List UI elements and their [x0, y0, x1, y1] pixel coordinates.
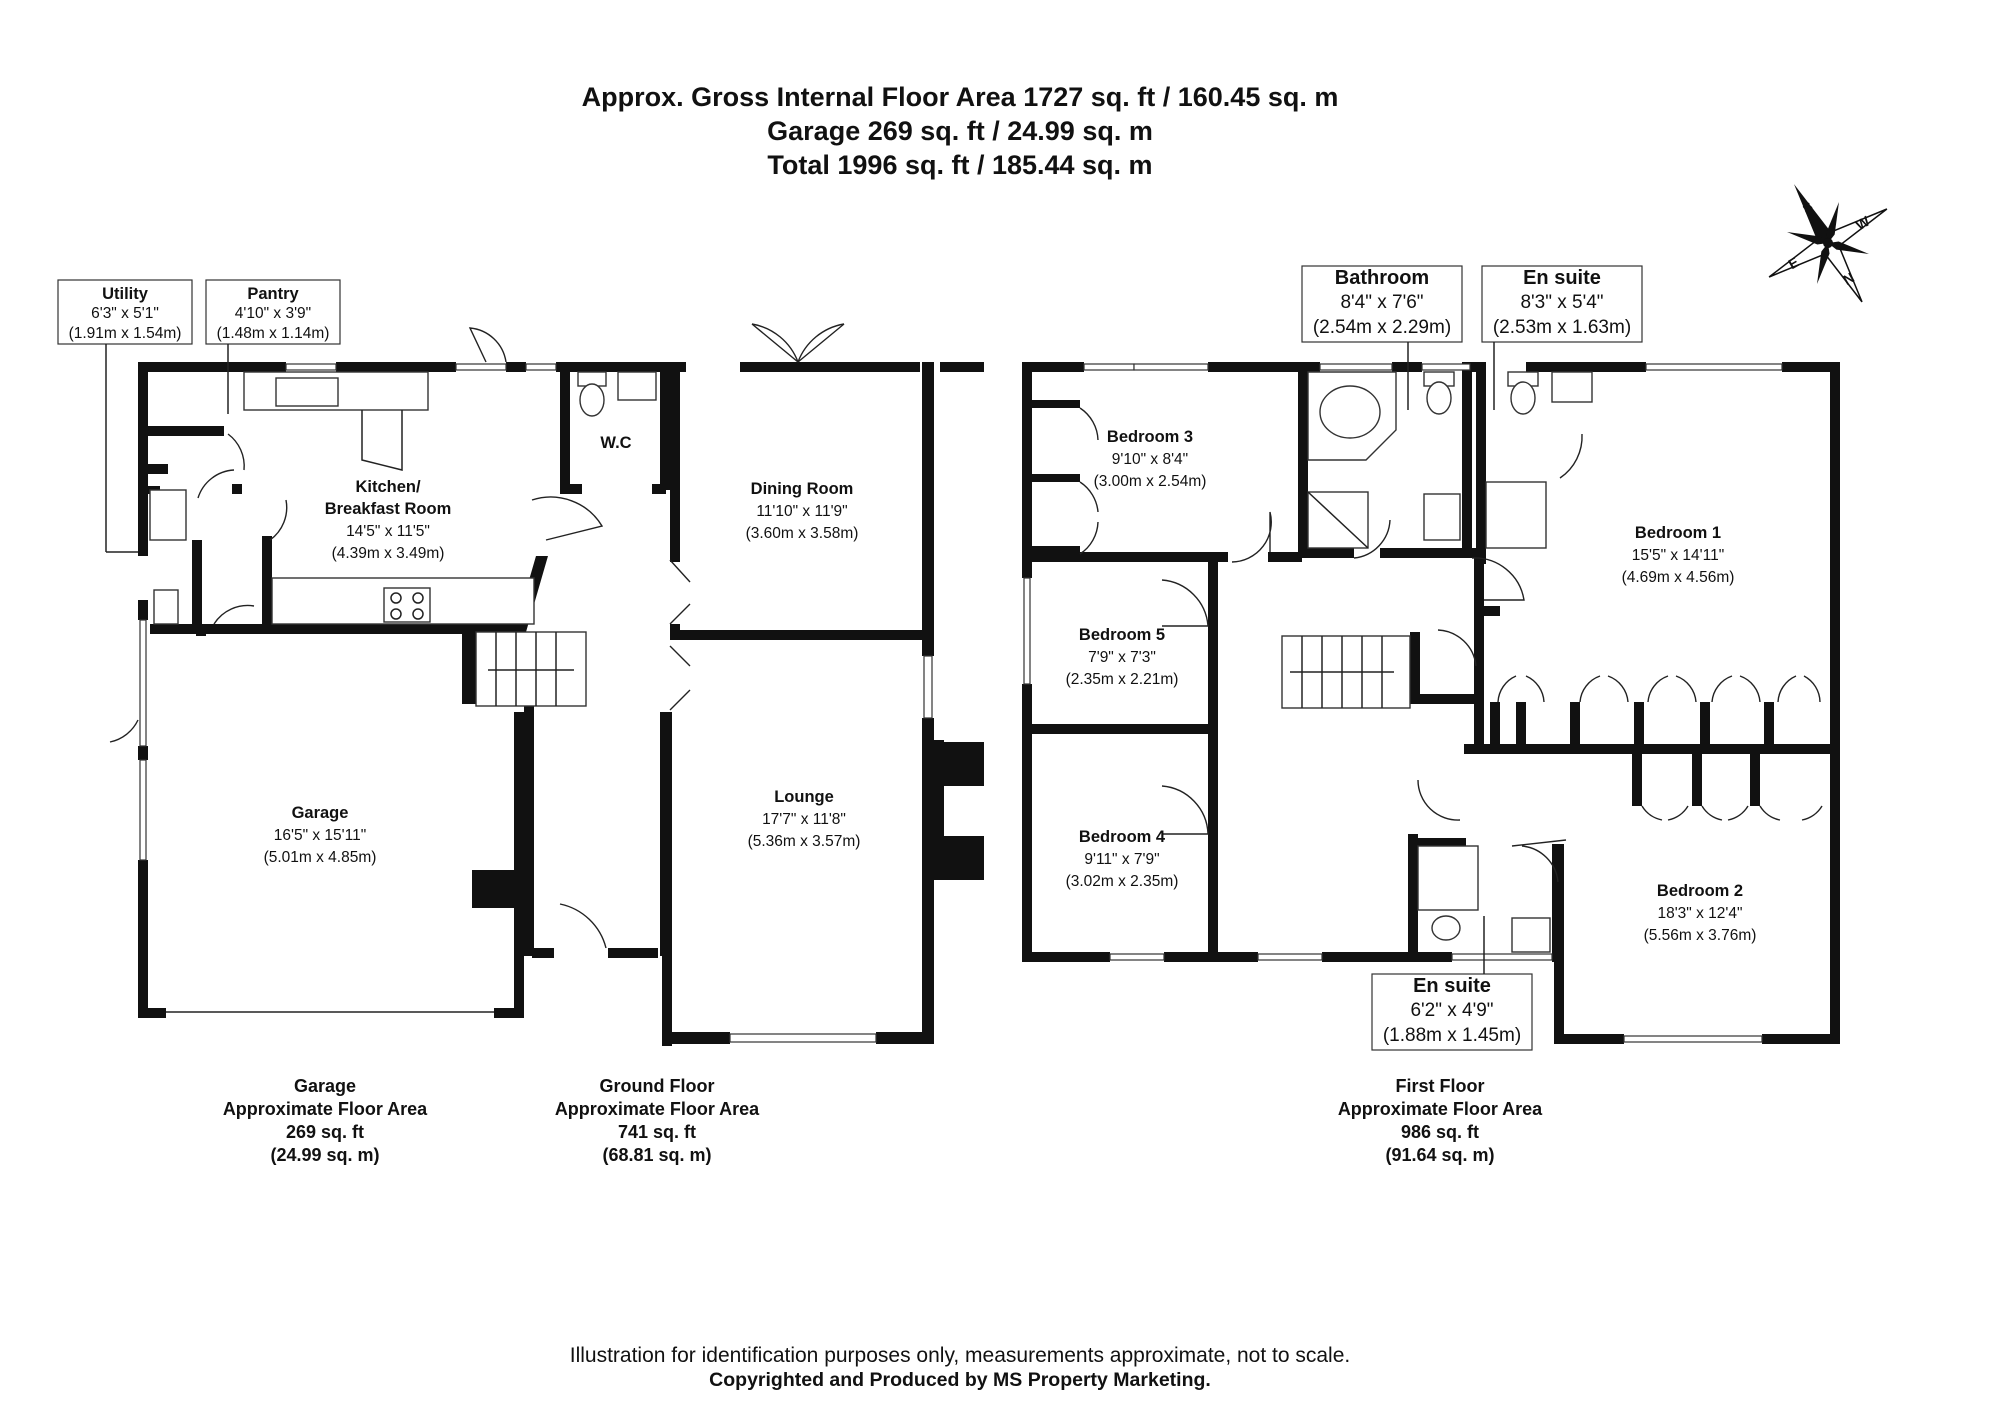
- garage-floor-title: Garage: [294, 1076, 356, 1096]
- utility-name: Utility: [102, 285, 149, 303]
- footer-disclaimer: Illustration for identification purposes…: [570, 1344, 1351, 1367]
- garage-name: Garage: [292, 804, 349, 822]
- ensuite-2-name: En suite: [1413, 975, 1491, 997]
- bedroom5-metric: (2.35m x 2.21m): [1066, 671, 1179, 688]
- garage-floor-sqft: 269 sq. ft: [286, 1122, 364, 1142]
- bedroom1-imperial: 15'5" x 14'11": [1632, 547, 1724, 564]
- bedroom1-metric: (4.69m x 4.56m): [1622, 569, 1735, 586]
- ensuite-1-label-box: En suite 8'3" x 5'4" (2.53m x 1.63m): [1481, 265, 1643, 343]
- bathroom-imperial: 8'4" x 7'6": [1340, 292, 1423, 313]
- first-floor-sqm: (91.64 sq. m): [1385, 1145, 1494, 1165]
- garage-imperial: 16'5" x 15'11": [274, 827, 366, 844]
- wc-name: W.C: [600, 434, 631, 452]
- kitchen-name-2: Breakfast Room: [325, 500, 452, 518]
- ground-floor-sqm: (68.81 sq. m): [602, 1145, 711, 1165]
- kitchen-name-1: Kitchen/: [355, 478, 421, 496]
- bedroom4-imperial: 9'11" x 7'9": [1084, 851, 1159, 868]
- kitchen-metric: (4.39m x 3.49m): [332, 545, 445, 562]
- bedroom1-name: Bedroom 1: [1635, 524, 1721, 542]
- bedroom4-metric: (3.02m x 2.35m): [1066, 873, 1179, 890]
- bedroom3-imperial: 9'10" x 8'4": [1112, 451, 1188, 468]
- ground-floor-windows: [139, 363, 933, 1043]
- header-total-area: Approx. Gross Internal Floor Area 1727 s…: [582, 82, 1339, 112]
- ground-floor-doors: [109, 323, 845, 949]
- bedroom4-name: Bedroom 4: [1079, 828, 1166, 846]
- bedroom2-metric: (5.56m x 3.76m): [1644, 927, 1757, 944]
- ensuite-1-name: En suite: [1523, 267, 1601, 289]
- kitchen-imperial: 14'5" x 11'5": [346, 523, 430, 540]
- ensuite-1-imperial: 8'3" x 5'4": [1520, 292, 1603, 313]
- bedroom2-name: Bedroom 2: [1657, 882, 1743, 900]
- ensuite-2-metric: (1.88m x 1.45m): [1383, 1025, 1521, 1046]
- dining-imperial: 11'10" x 11'9": [756, 503, 847, 520]
- first-floor-sqft: 986 sq. ft: [1401, 1122, 1479, 1142]
- ensuite-1-metric: (2.53m x 1.63m): [1493, 317, 1631, 338]
- garage-floor-sqm: (24.99 sq. m): [270, 1145, 379, 1165]
- ground-floor-area-caption: Ground Floor Approximate Floor Area 741 …: [555, 1076, 760, 1165]
- pantry-metric: (1.48m x 1.14m): [217, 325, 330, 342]
- garage-area-caption: Garage Approximate Floor Area 269 sq. ft…: [223, 1076, 428, 1165]
- bedroom3-name: Bedroom 3: [1107, 428, 1193, 446]
- bathroom-metric: (2.54m x 2.29m): [1313, 317, 1451, 338]
- pantry-label-box: Pantry 4'10" x 3'9" (1.48m x 1.14m): [205, 279, 341, 345]
- pantry-imperial: 4'10" x 3'9": [235, 305, 311, 322]
- lounge-metric: (5.36m x 3.57m): [748, 833, 861, 850]
- garage-floor-label: Approximate Floor Area: [223, 1099, 428, 1119]
- ground-floor-walls: [138, 362, 984, 1046]
- bedroom2-imperial: 18'3" x 12'4": [1657, 905, 1742, 922]
- first-floor-walls: [1022, 362, 1840, 1044]
- first-floor-title: First Floor: [1396, 1076, 1485, 1096]
- utility-label-box: Utility 6'3" x 5'1" (1.91m x 1.54m): [57, 279, 193, 345]
- lounge-imperial: 17'7" x 11'8": [762, 811, 846, 828]
- ground-floor-sqft: 741 sq. ft: [618, 1122, 696, 1142]
- header-grand-total: Total 1996 sq. ft / 185.44 sq. m: [767, 150, 1152, 180]
- utility-metric: (1.91m x 1.54m): [69, 325, 182, 342]
- bedroom5-name: Bedroom 5: [1079, 626, 1165, 644]
- ground-floor-label: Approximate Floor Area: [555, 1099, 760, 1119]
- dining-name: Dining Room: [751, 480, 854, 498]
- footer-copyright: Copyrighted and Produced by MS Property …: [709, 1369, 1211, 1391]
- dining-metric: (3.60m x 3.58m): [746, 525, 859, 542]
- bathroom-label-box: Bathroom 8'4" x 7'6" (2.54m x 2.29m): [1301, 265, 1463, 343]
- garage-metric: (5.01m x 4.85m): [264, 849, 377, 866]
- header-garage-area: Garage 269 sq. ft / 24.99 sq. m: [767, 116, 1153, 146]
- ensuite-2-imperial: 6'2" x 4'9": [1410, 1000, 1493, 1021]
- first-floor-label: Approximate Floor Area: [1338, 1099, 1543, 1119]
- first-floor-doors: [1079, 371, 1823, 953]
- ground-floor-title: Ground Floor: [600, 1076, 715, 1096]
- ensuite-2-label-box: En suite 6'2" x 4'9" (1.88m x 1.45m): [1371, 973, 1533, 1051]
- bedroom3-metric: (3.00m x 2.54m): [1094, 473, 1207, 490]
- first-floor-windows: [1023, 363, 1783, 1043]
- compass-rose-icon: N S E W: [1768, 184, 1888, 303]
- bathroom-name: Bathroom: [1335, 267, 1429, 289]
- lounge-name: Lounge: [774, 788, 834, 806]
- bedroom5-imperial: 7'9" x 7'3": [1088, 649, 1156, 666]
- utility-imperial: 6'3" x 5'1": [91, 305, 159, 322]
- pantry-name: Pantry: [247, 285, 299, 303]
- first-floor-area-caption: First Floor Approximate Floor Area 986 s…: [1338, 1076, 1543, 1165]
